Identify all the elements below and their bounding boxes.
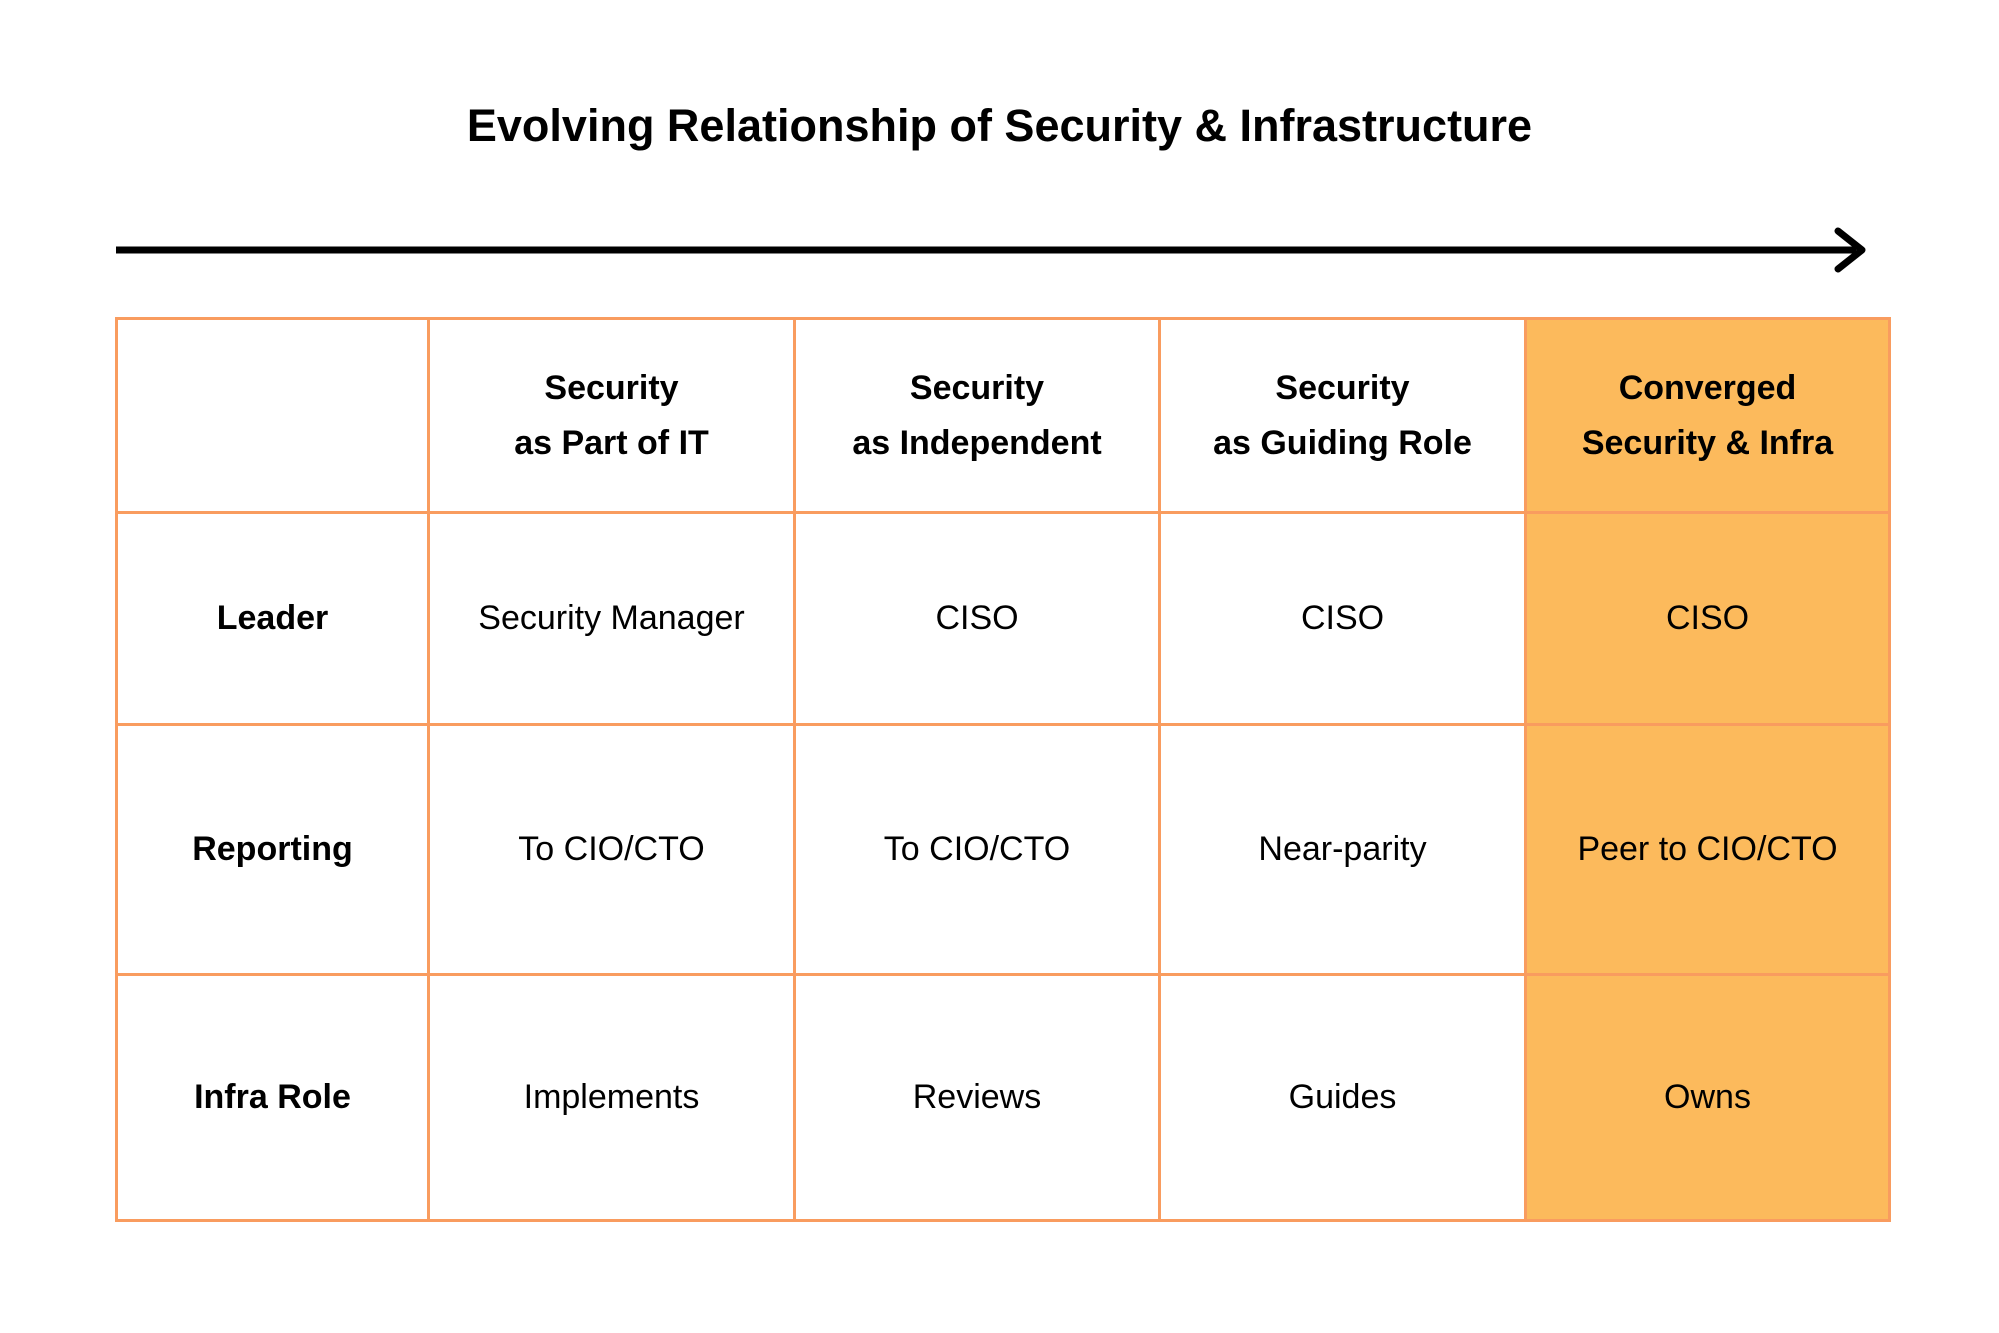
page-title: Evolving Relationship of Security & Infr… xyxy=(466,100,1533,151)
cell-leader-guiding-role: CISO xyxy=(1161,514,1524,723)
cell-infra-role-independent: Reviews xyxy=(796,976,1158,1219)
comparison-table: Security as Part of IT Security as Indep… xyxy=(115,317,1891,1222)
cell-reporting-converged: Peer to CIO/CTO xyxy=(1527,726,1888,973)
row-label-infra-role: Infra Role xyxy=(118,976,427,1219)
cell-leader-part-of-it: Security Manager xyxy=(430,514,793,723)
cell-reporting-guiding-role: Near-parity xyxy=(1161,726,1524,973)
cell-leader-independent: CISO xyxy=(796,514,1158,723)
evolution-arrow-icon xyxy=(112,222,1872,278)
row-label-leader: Leader xyxy=(118,514,427,723)
column-header-security-as-independent: Security as Independent xyxy=(796,320,1158,511)
corner-cell xyxy=(118,320,427,511)
column-header-security-as-guiding-role: Security as Guiding Role xyxy=(1161,320,1524,511)
cell-infra-role-part-of-it: Implements xyxy=(430,976,793,1219)
cell-reporting-independent: To CIO/CTO xyxy=(796,726,1158,973)
cell-infra-role-converged: Owns xyxy=(1527,976,1888,1219)
right-arrow-icon xyxy=(116,227,1866,273)
column-header-converged-security-infra: Converged Security & Infra xyxy=(1527,320,1888,511)
row-label-reporting: Reporting xyxy=(118,726,427,973)
cell-leader-converged: CISO xyxy=(1527,514,1888,723)
cell-infra-role-guiding-role: Guides xyxy=(1161,976,1524,1219)
column-header-security-as-part-of-it: Security as Part of IT xyxy=(430,320,793,511)
cell-reporting-part-of-it: To CIO/CTO xyxy=(430,726,793,973)
